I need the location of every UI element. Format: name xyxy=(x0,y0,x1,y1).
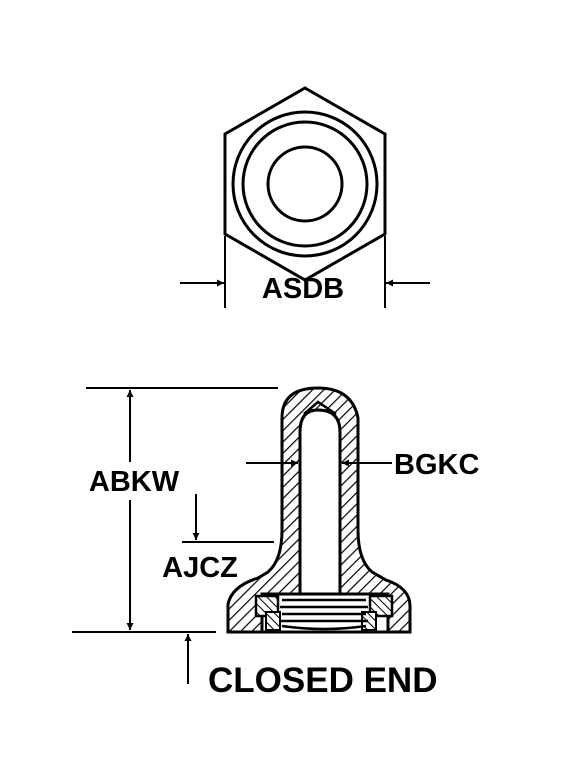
thread-lines xyxy=(280,598,368,631)
gasket-left-lower xyxy=(265,611,281,631)
label-ajcz: AJCZ xyxy=(162,552,238,584)
dimension-asdb xyxy=(180,236,430,308)
inner-bore xyxy=(266,145,344,223)
label-asdb: ASDB xyxy=(262,273,344,305)
section-view xyxy=(226,386,412,634)
label-abkw: ABKW xyxy=(89,466,180,498)
label-closed-end: CLOSED END xyxy=(208,661,437,700)
middle-ring xyxy=(241,120,369,248)
top-view xyxy=(223,86,387,282)
dimension-abkw xyxy=(72,387,278,633)
bore-cavity xyxy=(298,408,342,600)
label-bgkc: BGKC xyxy=(394,449,479,481)
hex-outline xyxy=(223,86,387,282)
outer-ring xyxy=(231,110,379,258)
bore-apex xyxy=(303,400,337,416)
dimension-ajcz xyxy=(182,494,274,684)
